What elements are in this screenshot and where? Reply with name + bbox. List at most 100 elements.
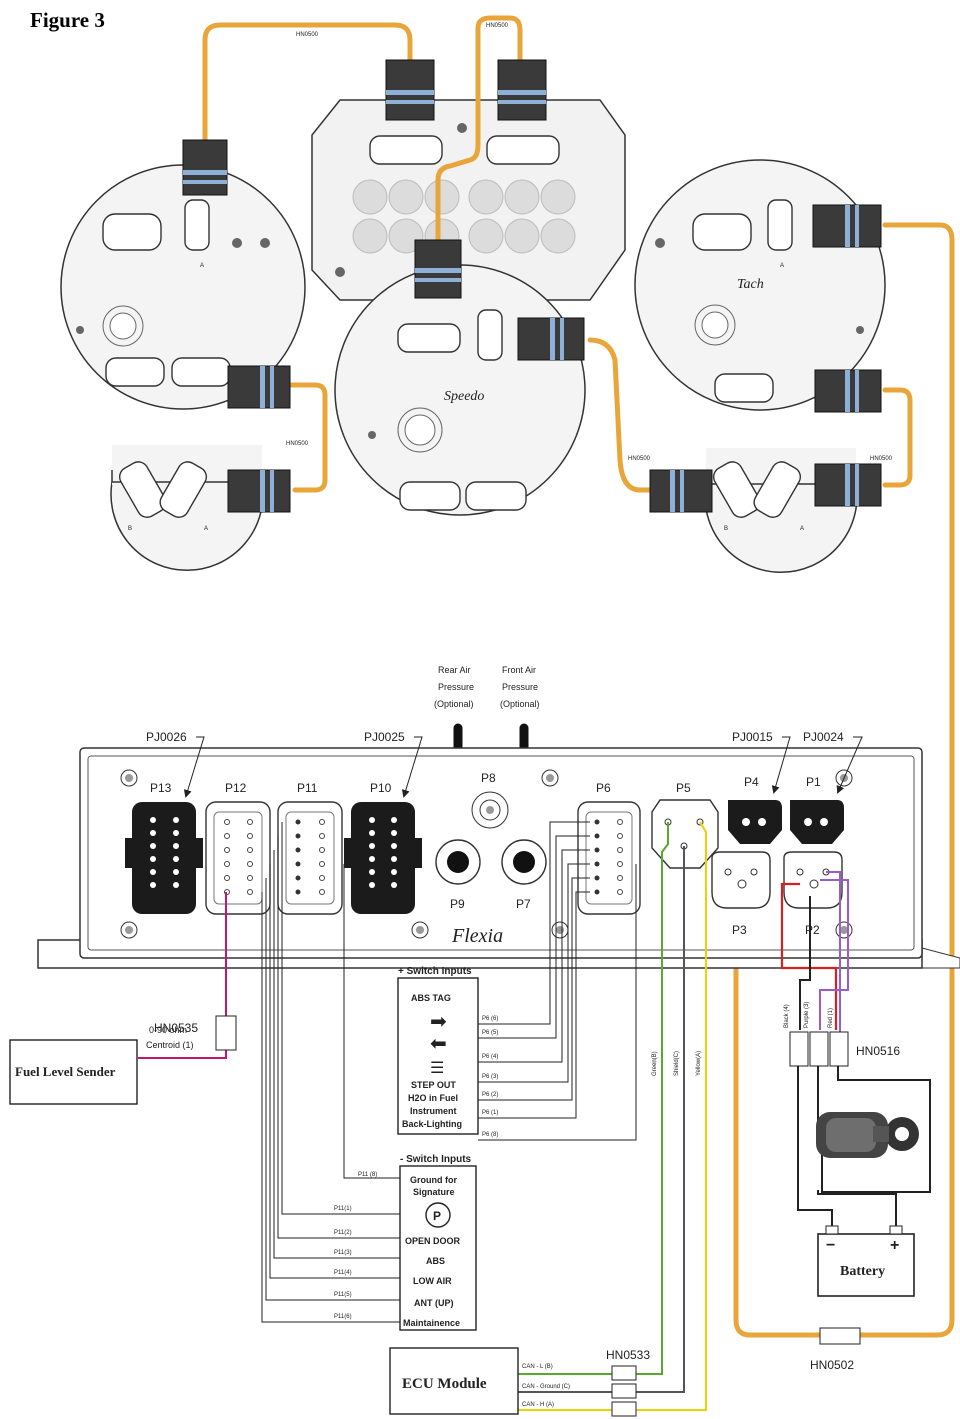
port-p12 — [205, 801, 271, 915]
svg-text:CAN - Ground (C): CAN - Ground (C) — [522, 1384, 570, 1390]
bottom-harness: HN0502 — [810, 1327, 861, 1372]
plug — [517, 317, 585, 361]
svg-text:H2O in Fuel: H2O in Fuel — [408, 1093, 458, 1103]
harness-label: HN0500 — [286, 441, 309, 447]
can-wiring: Green(B) Shield(C) Yellow(A) HN0533 CAN … — [389, 821, 708, 1417]
svg-text:ABS: ABS — [426, 1256, 445, 1266]
port-p10 — [344, 802, 422, 914]
port-label: P2 — [805, 923, 820, 937]
port-p9 — [435, 839, 481, 885]
port-p8 — [471, 791, 509, 829]
left-sub-gauge: B A — [110, 445, 264, 571]
svg-text:Front Air: Front Air — [502, 665, 536, 675]
fuel-sender-label: Fuel Level Sender — [15, 1064, 116, 1079]
port-p7 — [501, 839, 547, 885]
port-p1 — [790, 800, 844, 844]
harness-label: HN0500 — [628, 456, 651, 462]
svg-text:PJ0015: PJ0015 — [732, 730, 773, 744]
svg-text:P6 (6): P6 (6) — [482, 1016, 498, 1022]
brand-logo: Flexia — [451, 925, 503, 947]
svg-text:P6 (4): P6 (4) — [482, 1054, 498, 1060]
svg-text:ANT (UP): ANT (UP) — [414, 1298, 454, 1308]
ecu-module-box — [389, 1347, 519, 1415]
battery-box — [817, 1233, 915, 1297]
tach-label: Tach — [737, 277, 764, 292]
speedo-label: Speedo — [444, 389, 484, 404]
speedo-gauge: Speedo — [334, 264, 586, 516]
svg-text:CAN - L (B): CAN - L (B) — [522, 1364, 553, 1370]
harness-label: HN0500 — [296, 32, 319, 38]
svg-text:STEP OUT: STEP OUT — [411, 1080, 456, 1090]
svg-text:Purple (3): Purple (3) — [804, 1002, 810, 1028]
can-wire-label: Shield(C) — [674, 1051, 680, 1076]
svg-text:P11(2): P11(2) — [334, 1230, 352, 1236]
svg-text:B: B — [128, 526, 132, 532]
svg-text:Maintainence: Maintainence — [403, 1318, 460, 1328]
svg-text:Ground for: Ground for — [410, 1175, 457, 1185]
svg-text:(Optional): (Optional) — [434, 699, 474, 709]
svg-text:P11(4): P11(4) — [334, 1270, 352, 1276]
svg-text:CAN - H (A): CAN - H (A) — [522, 1402, 554, 1408]
right-turn-icon: ➡ — [430, 1011, 447, 1033]
svg-text:(Optional): (Optional) — [500, 699, 540, 709]
svg-text:PJ0024: PJ0024 — [803, 730, 844, 744]
port-label: P8 — [481, 771, 496, 785]
cluster-harnesses — [202, 15, 955, 1338]
harness-label: HN0500 — [870, 456, 893, 462]
gauge-cluster: A B A Speedo — [60, 15, 955, 1338]
port-label: P11 — [297, 781, 318, 795]
fuel-level-circuit: HN0535 0-90 ohm Centroid (1) Fuel Level … — [9, 892, 237, 1105]
svg-text:PJ0026: PJ0026 — [146, 730, 187, 744]
part-callouts: PJ0026 PJ0025 PJ0015 PJ0024 — [146, 730, 863, 798]
svg-text:P6 (1): P6 (1) — [482, 1110, 498, 1116]
port-labels: P13 P12 P11 P10 P8 P9 P7 P6 P5 P4 P1 P3 … — [150, 771, 821, 937]
svg-text:P11(3): P11(3) — [334, 1250, 352, 1256]
battery-label: Battery — [840, 1264, 885, 1279]
plus-switch-title: + Switch Inputs — [398, 966, 472, 977]
harness-label: HN0500 — [486, 23, 509, 29]
svg-text:Pressure: Pressure — [502, 682, 538, 692]
port-p13 — [125, 802, 203, 914]
telltale-panel — [311, 99, 626, 301]
inline-connector — [819, 1327, 861, 1345]
plug — [649, 469, 713, 513]
headlight-icon: ☰ — [430, 1060, 444, 1077]
battery-plus: + — [890, 1237, 899, 1254]
plus-switch-inputs: + Switch Inputs ABS TAG ➡ ⬅ ☰ STEP OUT H… — [397, 966, 498, 1138]
plug — [182, 139, 228, 196]
plug — [814, 369, 882, 413]
svg-text:Back-Lighting: Back-Lighting — [402, 1119, 462, 1129]
minus-switch-title: - Switch Inputs — [400, 1154, 472, 1165]
svg-text:Instrument: Instrument — [410, 1106, 457, 1116]
svg-text:P6 (8): P6 (8) — [482, 1132, 498, 1138]
svg-text:P6 (5): P6 (5) — [482, 1030, 498, 1036]
power-circuit: Black (4) Purple (3) Red (1) HN0516 − + … — [780, 871, 931, 1297]
fuel-spec: Centroid (1) — [146, 1040, 194, 1050]
ecu-module-label: ECU Module — [402, 1376, 487, 1392]
battery-minus: − — [826, 1237, 835, 1254]
left-turn-icon: ⬅ — [430, 1033, 447, 1055]
svg-text:P11(5): P11(5) — [334, 1292, 352, 1298]
plug — [814, 463, 882, 507]
svg-text:PJ0025: PJ0025 — [364, 730, 405, 744]
port-label: P5 — [676, 781, 691, 795]
port-label: P1 — [806, 775, 821, 789]
port-p5 — [651, 799, 719, 869]
port-label: P13 — [150, 781, 172, 795]
bottom-harness-label: HN0502 — [810, 1358, 854, 1372]
port-label: P12 — [225, 781, 247, 795]
minus-switch-inputs: - Switch Inputs Ground for Signature P O… — [334, 1154, 477, 1331]
can-wire-label: Green(B) — [652, 1051, 658, 1076]
port-p4 — [728, 800, 782, 844]
port-label: P4 — [744, 775, 759, 789]
port-p3 — [711, 851, 771, 909]
svg-text:ABS TAG: ABS TAG — [411, 993, 451, 1003]
park-icon — [425, 1202, 451, 1228]
fuel-harness-label: HN0535 — [154, 1021, 198, 1035]
port-p11 — [277, 801, 343, 915]
plug — [812, 204, 882, 248]
svg-text:P: P — [433, 1209, 441, 1223]
telltale-lamps — [352, 179, 576, 254]
panel-port-right — [486, 135, 560, 165]
